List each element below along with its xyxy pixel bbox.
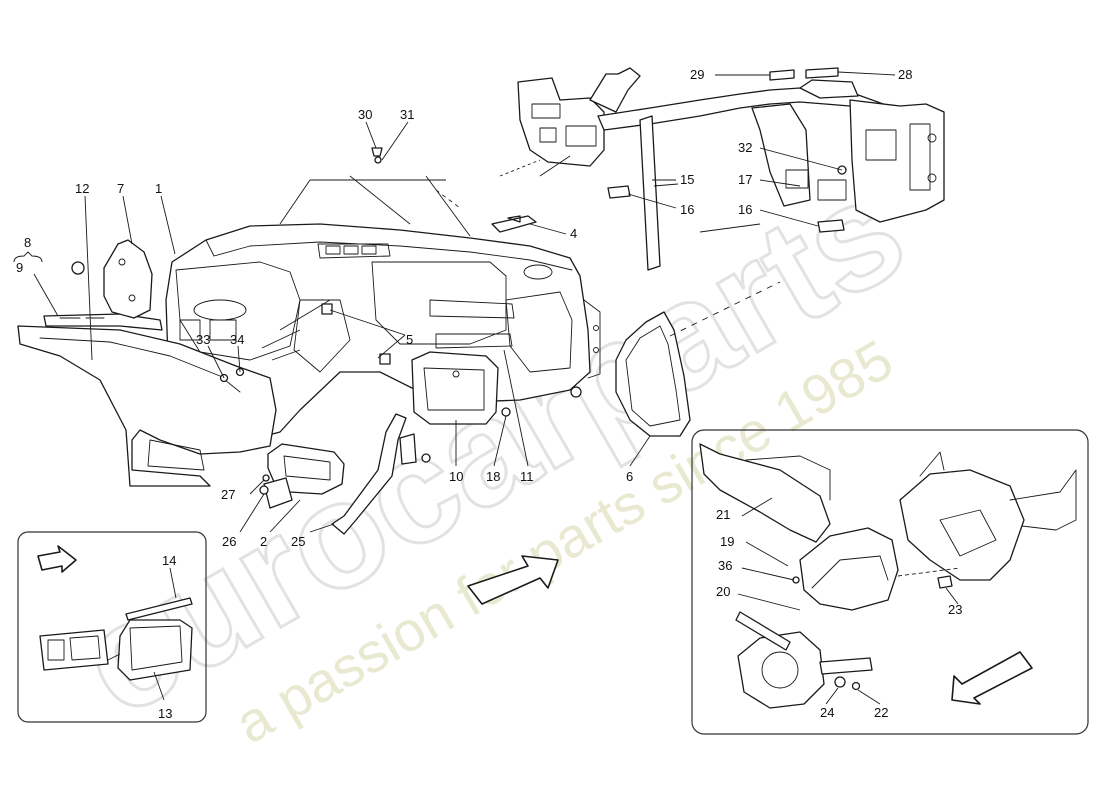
clip-5b	[321, 303, 333, 315]
callout-12: 12	[75, 181, 89, 196]
callout-24: 24	[820, 705, 834, 720]
nut-26	[259, 485, 269, 495]
small-clips	[371, 67, 847, 233]
clip-5a	[379, 353, 391, 365]
trim-12	[17, 325, 277, 487]
beam-top-right-arm	[799, 79, 859, 99]
callout-32: 32	[738, 140, 752, 155]
callout-15: 15	[680, 172, 694, 187]
hvac-trim-14	[125, 597, 193, 621]
lower-dash-trim	[17, 325, 277, 487]
wiper-stalk	[735, 611, 791, 651]
callout-19: 19	[720, 534, 734, 549]
beam-upper-arm	[589, 67, 641, 113]
clip-16-left	[607, 185, 631, 199]
callout-22: 22	[874, 705, 888, 720]
callout-20: 20	[716, 584, 730, 599]
screw-27	[262, 474, 270, 482]
leader-lines	[261, 155, 781, 361]
callout-16b: 16	[738, 202, 752, 217]
bracket-2-foot	[263, 477, 293, 509]
callout-17: 17	[738, 172, 752, 187]
column-cover-21	[699, 443, 831, 543]
inset-hvac-border	[17, 531, 207, 723]
callout-23: 23	[948, 602, 962, 617]
grommet-right	[570, 386, 582, 398]
callout-34: 34	[230, 332, 244, 347]
callout-29: 29	[690, 67, 704, 82]
glovebox-frame-10	[411, 333, 513, 425]
side-cover-7	[103, 239, 153, 319]
clip-18	[501, 407, 511, 417]
callout-9: 9	[16, 260, 23, 275]
callout-28: 28	[898, 67, 912, 82]
frame-10	[411, 351, 499, 425]
callout-5: 5	[406, 332, 413, 347]
beam-center-stay	[639, 115, 661, 271]
callout-33: 33	[196, 332, 210, 347]
nut-center	[421, 453, 431, 463]
callout-36: 36	[718, 558, 732, 573]
callout-2: 2	[260, 534, 267, 549]
beam-left-bracket	[517, 77, 605, 167]
screw-22	[851, 681, 861, 691]
clip-16-right	[817, 219, 845, 233]
inset-steering-border	[691, 429, 1089, 735]
strut-25	[331, 413, 407, 535]
callout-25: 25	[291, 534, 305, 549]
column-frame	[899, 469, 1025, 581]
clip-4	[491, 215, 537, 233]
light-stalk	[819, 657, 873, 675]
callout-18: 18	[486, 469, 500, 484]
callout-11: 11	[520, 469, 534, 484]
callout-8: 8	[24, 235, 31, 250]
grommet-left	[71, 261, 85, 275]
bracket-2	[263, 443, 345, 509]
inset-steering-arrow	[951, 651, 1033, 705]
beam-column-bracket	[751, 103, 811, 207]
inset-steering-column	[691, 429, 1089, 735]
inset-hvac-panel	[17, 531, 207, 723]
pad-28	[805, 67, 839, 79]
callout-27: 27	[221, 487, 235, 502]
callout-30: 30	[358, 107, 372, 122]
cross-car-beam	[517, 67, 945, 271]
side-cover-6	[615, 311, 691, 437]
clip-31	[374, 156, 382, 164]
beam-right-bracket	[849, 99, 945, 223]
brace-8	[13, 251, 43, 263]
callout-31: 31	[400, 107, 414, 122]
callout-1: 1	[155, 181, 162, 196]
callout-4: 4	[570, 226, 577, 241]
column-shroud-19	[799, 527, 899, 611]
pad-29	[769, 69, 795, 81]
direction-arrow-center	[467, 555, 559, 605]
side-cover-6-outer	[615, 311, 691, 437]
callout-numbers: 1 7 12 8 9 30 31 29 28 32 17 16 15 16 4 …	[13, 67, 962, 721]
callout-16a: 16	[680, 202, 694, 217]
callout-10: 10	[449, 469, 463, 484]
hvac-bezel-13	[117, 619, 193, 681]
clip-23	[937, 575, 953, 589]
inset-hvac-arrow	[37, 545, 77, 573]
callout-26: 26	[222, 534, 236, 549]
screw-30	[371, 147, 383, 157]
callout-13: 13	[158, 706, 172, 721]
callout-14: 14	[162, 553, 176, 568]
strut-25-bracket	[399, 433, 417, 465]
nut-24	[834, 676, 846, 688]
callout-6: 6	[626, 469, 633, 484]
callout-7: 7	[117, 181, 124, 196]
callout-leaders	[33, 71, 896, 533]
callout-21: 21	[716, 507, 730, 522]
